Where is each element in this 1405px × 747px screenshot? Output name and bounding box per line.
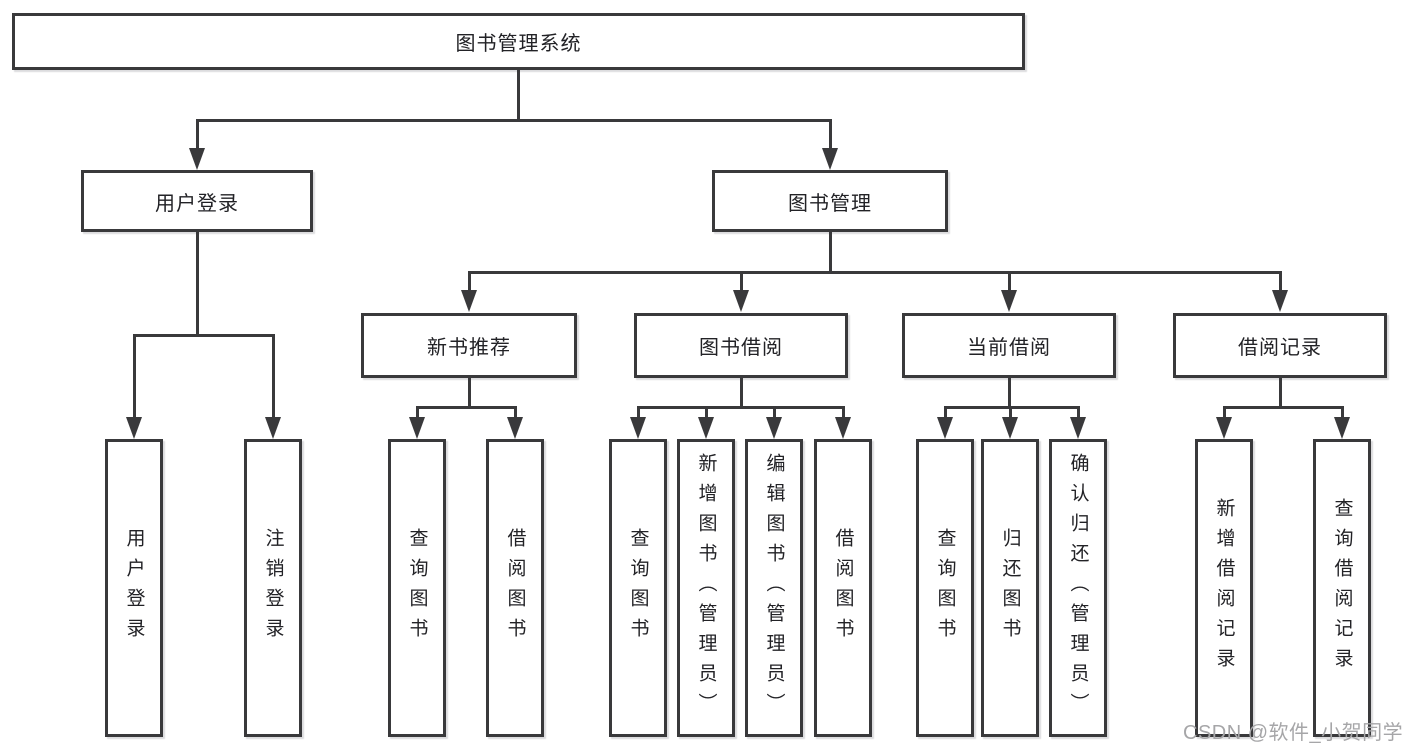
connector-line <box>133 334 136 421</box>
connector-line <box>196 119 832 122</box>
node-library-system: 图书管理系统 <box>12 13 1025 70</box>
connector-line <box>272 334 275 421</box>
connector-line <box>740 377 743 409</box>
connector-line <box>1279 377 1282 409</box>
arrow-down-icon <box>1272 290 1288 312</box>
node-new-book-recommendation-label: 新书推荐 <box>427 337 511 359</box>
leaf-confirm-return-admin: 确认归还（管理员） <box>1049 439 1107 737</box>
leaf-query-borrow-record: 查询借阅记录 <box>1313 439 1371 737</box>
connector-line <box>514 406 517 420</box>
leaf-user-login: 用户登录 <box>105 439 163 737</box>
connector-line <box>1279 271 1282 293</box>
leaf-borrow-book-label: 借阅图书 <box>832 528 854 648</box>
node-book-management-label: 图书管理 <box>788 192 872 215</box>
leaf-add-borrow-record-label: 新增借阅记录 <box>1213 498 1235 678</box>
node-new-book-recommendation: 新书推荐 <box>361 313 577 378</box>
leaf-query-book-recommend-label: 查询图书 <box>406 528 428 648</box>
leaf-query-book-current: 查询图书 <box>916 439 974 737</box>
connector-line <box>829 119 832 151</box>
connector-line <box>637 406 640 420</box>
arrow-down-icon <box>461 290 477 312</box>
arrow-down-icon <box>1002 417 1018 439</box>
arrow-down-icon <box>766 417 782 439</box>
leaf-confirm-return-admin-label: 确认归还（管理员） <box>1067 453 1089 723</box>
leaf-borrow-book-recommend: 借阅图书 <box>486 439 544 737</box>
leaf-user-login-label: 用户登录 <box>123 528 145 648</box>
leaf-add-book-admin-label: 新增图书（管理员） <box>695 453 717 723</box>
connector-line <box>1223 406 1226 420</box>
connector-line <box>1341 406 1344 420</box>
arrow-down-icon <box>1334 417 1350 439</box>
node-book-borrowing: 图书借阅 <box>634 313 848 378</box>
leaf-query-book-recommend: 查询图书 <box>388 439 446 737</box>
connector-line <box>842 406 845 420</box>
connector-line <box>1008 271 1011 293</box>
connector-line <box>517 70 520 122</box>
arrow-down-icon <box>265 417 281 439</box>
connector-line <box>944 406 1080 409</box>
arrow-down-icon <box>1001 290 1017 312</box>
arrow-down-icon <box>733 290 749 312</box>
arrow-down-icon <box>630 417 646 439</box>
node-user-login: 用户登录 <box>81 170 313 232</box>
arrow-down-icon <box>1070 417 1086 439</box>
arrow-down-icon <box>126 417 142 439</box>
connector-line <box>740 271 743 293</box>
node-user-login-label: 用户登录 <box>155 192 239 215</box>
connector-line <box>133 334 275 337</box>
connector-line <box>1008 377 1011 409</box>
leaf-logout: 注销登录 <box>244 439 302 737</box>
connector-line <box>944 406 947 420</box>
arrow-down-icon <box>835 417 851 439</box>
node-library-system-label: 图书管理系统 <box>455 33 582 55</box>
leaf-logout-label: 注销登录 <box>262 528 284 648</box>
csdn-watermark: CSDN @软件_小贺同学 <box>1183 722 1404 744</box>
leaf-return-book-label: 归还图书 <box>999 528 1021 648</box>
leaf-edit-book-admin: 编辑图书（管理员） <box>745 439 803 737</box>
leaf-query-book-current-label: 查询图书 <box>934 528 956 648</box>
node-book-management: 图书管理 <box>712 170 948 232</box>
leaf-query-borrow-record-label: 查询借阅记录 <box>1331 498 1353 678</box>
arrow-down-icon <box>1216 417 1232 439</box>
node-borrowing-records: 借阅记录 <box>1173 313 1387 378</box>
leaf-borrow-book: 借阅图书 <box>814 439 872 737</box>
connector-line <box>773 406 776 420</box>
leaf-edit-book-admin-label: 编辑图书（管理员） <box>763 453 785 723</box>
arrow-down-icon <box>822 148 838 170</box>
node-book-borrowing-label: 图书借阅 <box>699 337 783 359</box>
connector-line <box>468 271 471 293</box>
arrow-down-icon <box>937 417 953 439</box>
leaf-borrow-book-recommend-label: 借阅图书 <box>504 528 526 648</box>
node-current-borrowing-label: 当前借阅 <box>967 337 1051 359</box>
arrow-down-icon <box>507 417 523 439</box>
leaf-query-book-borrowing: 查询图书 <box>609 439 667 737</box>
connector-line <box>416 406 517 409</box>
node-borrowing-records-label: 借阅记录 <box>1238 337 1322 359</box>
arrow-down-icon <box>698 417 714 439</box>
connector-line <box>637 406 845 409</box>
connector-line <box>468 377 471 409</box>
leaf-add-borrow-record: 新增借阅记录 <box>1195 439 1253 737</box>
connector-line <box>1009 406 1012 420</box>
connector-line <box>829 231 832 273</box>
connector-line <box>196 119 199 151</box>
connector-line <box>1077 406 1080 420</box>
leaf-return-book: 归还图书 <box>981 439 1039 737</box>
arrow-down-icon <box>409 417 425 439</box>
connector-line <box>416 406 419 420</box>
connector-line <box>705 406 708 420</box>
leaf-query-book-borrowing-label: 查询图书 <box>627 528 649 648</box>
connector-line <box>1223 406 1344 409</box>
connector-line <box>468 271 1282 274</box>
leaf-add-book-admin: 新增图书（管理员） <box>677 439 735 737</box>
connector-line <box>196 231 199 337</box>
arrow-down-icon <box>189 148 205 170</box>
node-current-borrowing: 当前借阅 <box>902 313 1116 378</box>
